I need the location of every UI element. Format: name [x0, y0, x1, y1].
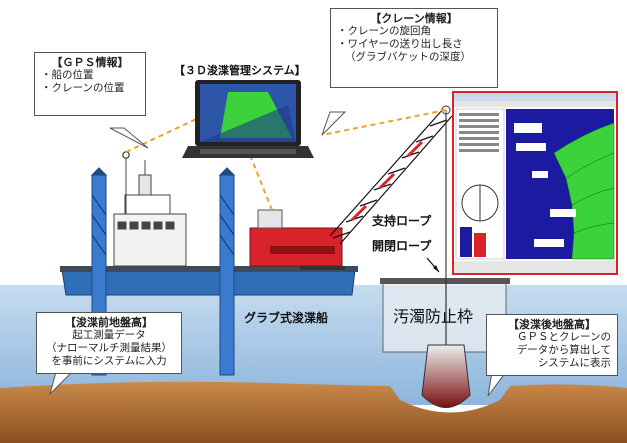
crane-info-line-1: ・クレーンの旋回角 [337, 25, 431, 37]
silt-fence-frame [382, 281, 507, 353]
after-dredging-line-2: データから算出して [516, 344, 611, 356]
after-dredging-title: 【浚渫後地盤高】 [508, 318, 596, 331]
system-title: 【３Ｄ浚渫管理システム】 [174, 64, 306, 77]
silt-fence-top-rail [380, 278, 510, 284]
after-dredging-line-3: システムに表示 [537, 357, 611, 369]
spud-leg-middle [218, 167, 236, 376]
support-rope-label: 支持ロープ [372, 214, 432, 228]
gps-antenna-icon [122, 151, 130, 159]
after-dredging-callout: 【浚渫後地盤高】 ＧＰＳとクレーンの データから算出して システムに表示 [486, 314, 618, 376]
crane-info-callout: 【クレーン情報】 ・クレーンの旋回角 ・ワイヤーの送り出し長さ （グラブバケット… [330, 8, 498, 88]
gps-info-line-1: ・船の位置 [41, 69, 94, 81]
gps-info-line-2: ・クレーンの位置 [41, 82, 125, 94]
before-dredging-line-2: （ナローマルチ測量結果） [46, 342, 172, 354]
crane-callout-pointer [321, 111, 347, 136]
laptop-icon [182, 80, 314, 158]
system-screen-render [454, 93, 616, 273]
deckhouse [113, 160, 187, 267]
before-dredging-title: 【浚渫前地盤高】 [65, 316, 153, 329]
crane-body [249, 209, 345, 270]
boom-red-segments [350, 140, 424, 222]
gps-info-callout: 【ＧＰＳ情報】 ・船の位置 ・クレーンの位置 [34, 52, 146, 116]
crane-info-title: 【クレーン情報】 [370, 12, 458, 25]
open-close-rope-label: 開閉ロープ [372, 239, 432, 253]
gps-info-title: 【ＧＰＳ情報】 [51, 56, 129, 69]
crane-info-line-2: ・ワイヤーの送り出し長さ [337, 38, 463, 50]
before-dredging-callout: 【浚渫前地盤高】 起工測量データ （ナローマルチ測量結果） を事前にシステムに入… [36, 312, 182, 374]
vessel-label: グラブ式浚渫船 [244, 311, 329, 325]
system-screen-window [452, 91, 618, 275]
seabed [0, 381, 627, 443]
before-dredging-line-3: を事前にシステムに入力 [51, 355, 167, 367]
data-link-lines [125, 109, 447, 211]
silt-fence-label: 汚濁防止枠 [393, 307, 474, 326]
crane-boom [329, 107, 453, 245]
hull-top-deck [60, 266, 358, 272]
crane-info-line-3: （グラブバケットの深度） [345, 51, 471, 63]
before-dredging-line-1: 起工測量データ [72, 329, 146, 341]
after-dredging-line-1: ＧＰＳとクレーンの [517, 331, 611, 343]
gps-callout-pointer [109, 127, 149, 149]
grab-bucket-icon [421, 344, 471, 408]
